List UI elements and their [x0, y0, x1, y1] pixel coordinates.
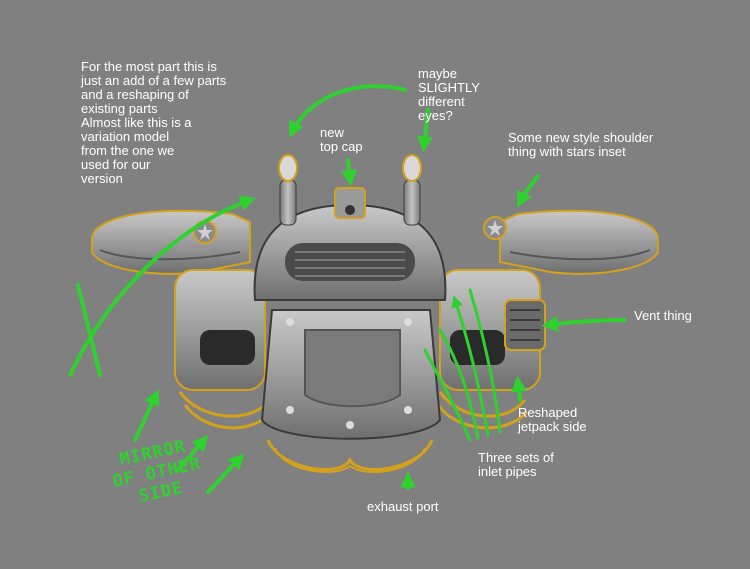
arrow-mirror-1 — [133, 389, 160, 442]
arrow-to-left-eye — [289, 84, 407, 138]
arrow-intro-long — [68, 195, 257, 377]
right-shoulder — [483, 209, 659, 275]
inlet-pipes-note: Three sets of inlet pipes — [478, 450, 554, 479]
annotation-arrows — [68, 84, 627, 494]
exhaust-note: exhaust port — [367, 499, 439, 514]
right-eye-stalk — [402, 154, 422, 226]
head-dome — [253, 187, 447, 301]
left-eye-stalk — [278, 154, 298, 226]
exhaust-port — [266, 439, 434, 473]
shoulder-note: Some new style shoulder thing with stars… — [508, 130, 654, 159]
arrow-mirror-2 — [176, 435, 209, 472]
arrow-to-jetpack — [511, 375, 528, 402]
vent-part — [504, 299, 546, 351]
arrow-intro-tail — [76, 283, 102, 377]
arrow-to-right-eye — [417, 108, 434, 153]
arrow-to-vent — [541, 315, 627, 332]
inlet-pipe-arrows — [423, 288, 502, 442]
arrow-mirror-3 — [206, 453, 245, 494]
right-jetpack — [436, 269, 546, 430]
robot-illustration — [91, 154, 659, 473]
body-chest — [260, 309, 442, 440]
left-jetpack — [174, 269, 274, 430]
jetpack-note: Reshaped jetpack side — [518, 405, 587, 434]
intro-note: For the most part this is just an add of… — [81, 59, 227, 186]
vent-note: Vent thing — [634, 308, 692, 323]
top-cap — [334, 187, 366, 219]
eyes-note: maybe SLIGHTLY different eyes? — [418, 66, 480, 123]
left-shoulder — [91, 209, 251, 275]
arrow-to-top-cap — [341, 158, 358, 187]
arrow-to-shoulder — [517, 174, 540, 208]
top-cap-note: new top cap — [320, 125, 363, 154]
